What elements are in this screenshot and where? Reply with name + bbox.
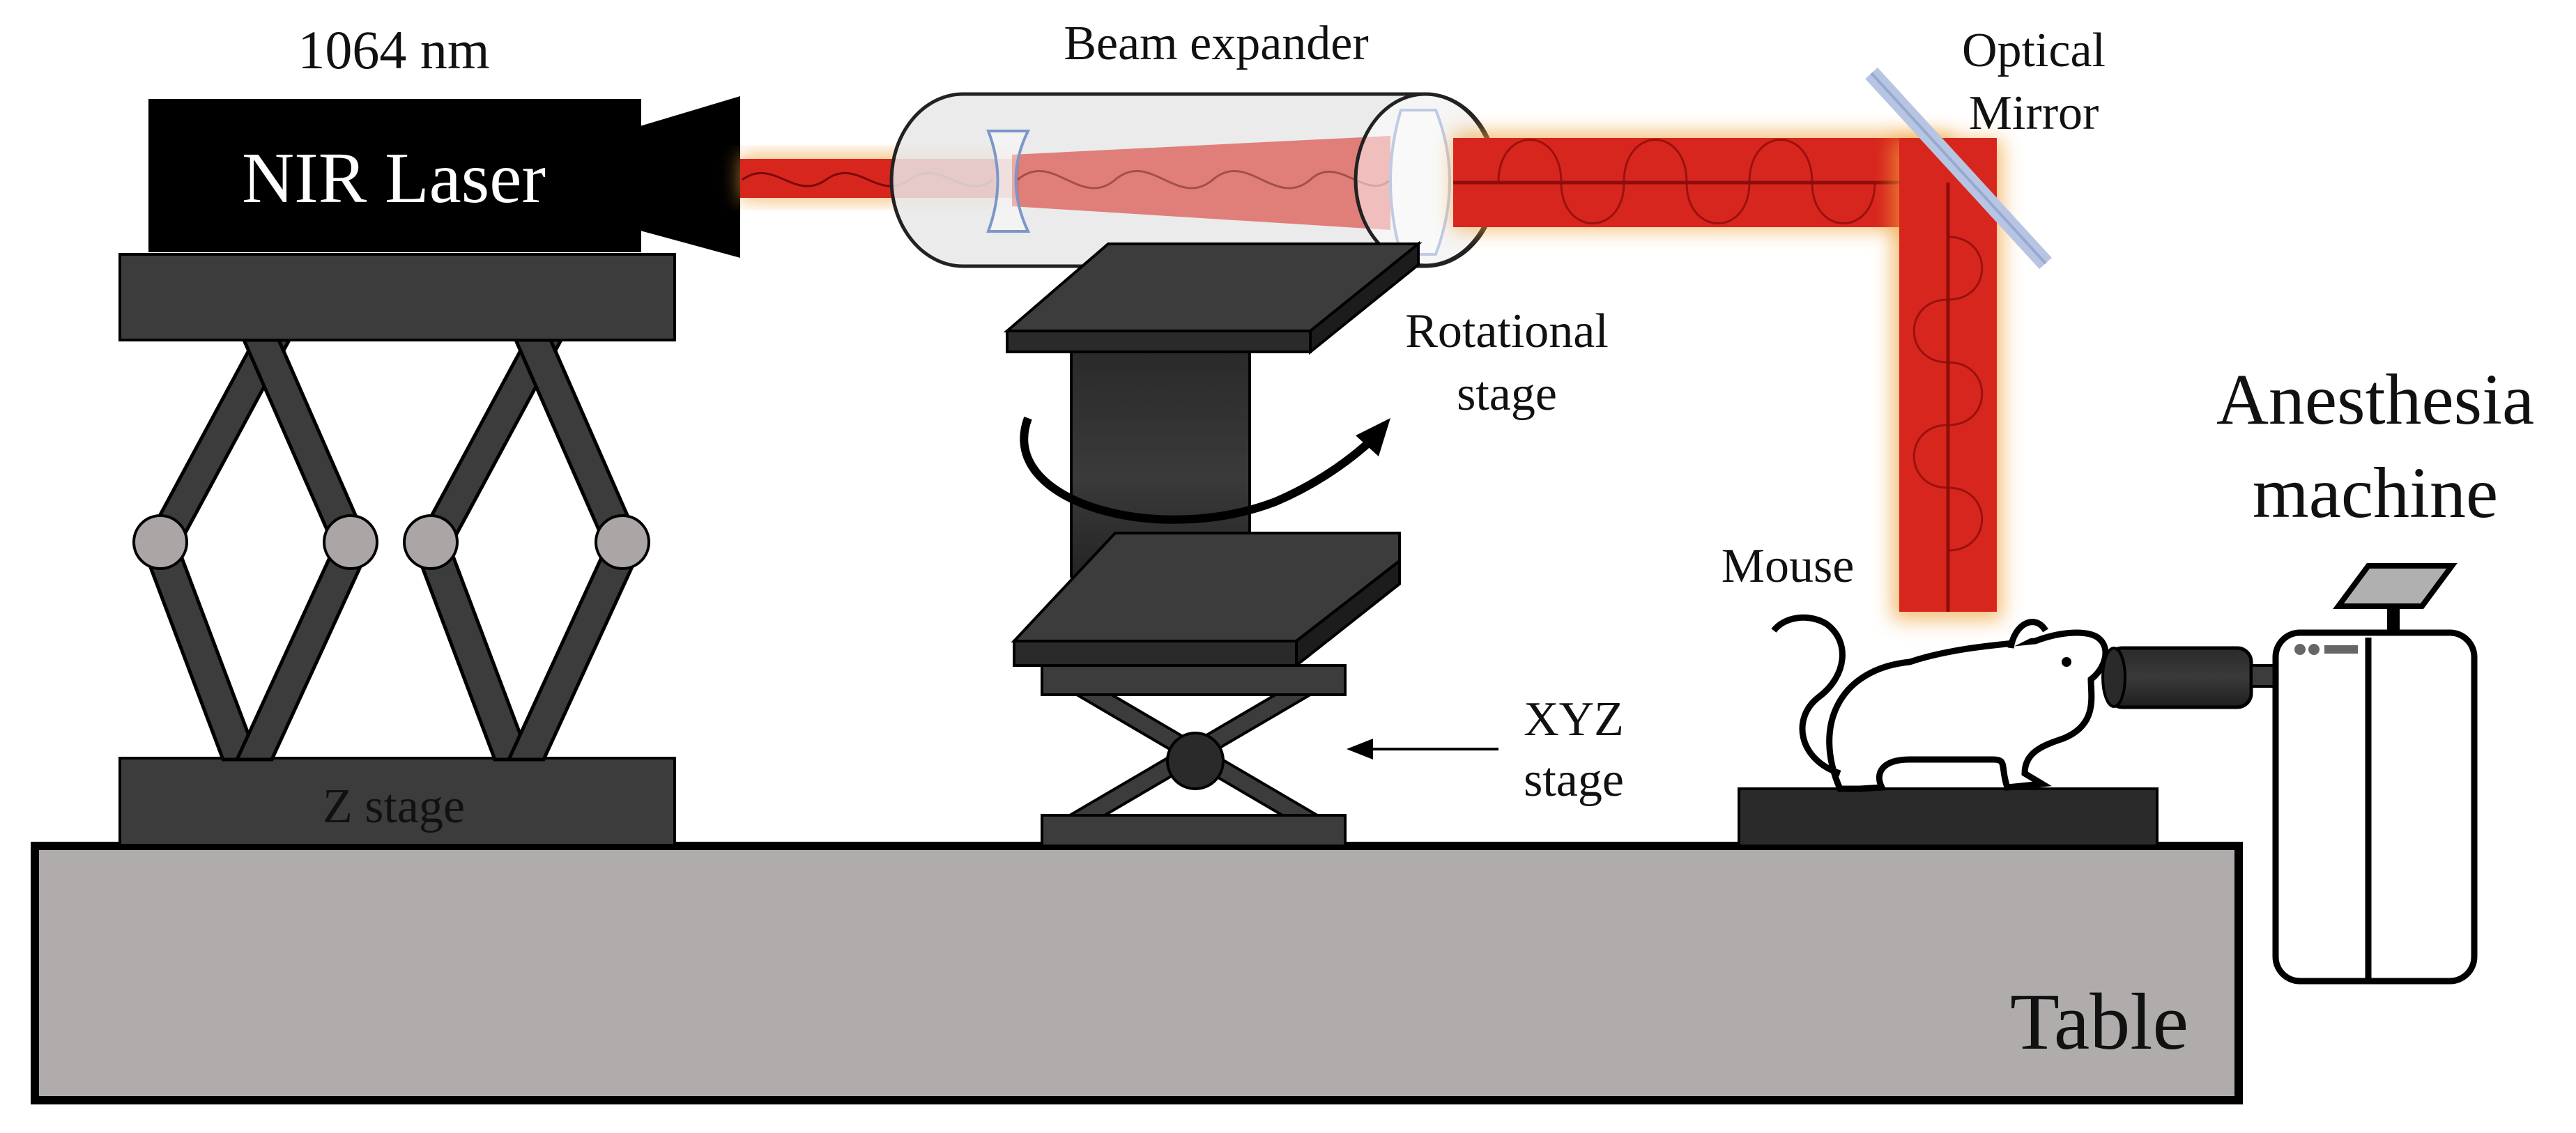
expanded-beam [1453,132,1952,230]
monitor-screen [2333,563,2458,609]
rotational-stage-label-line1: Rotational [1405,305,1609,358]
nose-cone [2106,646,2253,709]
nir-laser [148,96,740,258]
anesthesia-machine [2101,563,2478,985]
z-stage-label: Z stage [323,780,465,833]
rotational-stage-label-line2: stage [1457,367,1557,421]
laser-label: NIR Laser [242,138,546,218]
xyz-stage [1041,664,1347,847]
optical-mirror-label-line1: Optical [1962,24,2106,77]
table-label: Table [2010,978,2188,1067]
optical-mirror-label-line2: Mirror [1969,86,2099,140]
z-stage-top-plate [118,253,676,341]
mouse-label: Mouse [1722,539,1855,593]
anesthesia-machine-label-line2: machine [2253,453,2498,533]
joint [132,514,188,570]
joint [403,514,459,570]
z-stage-base [118,757,676,847]
downward-beam [1892,138,2002,620]
table [31,842,2243,1104]
xyz-stage-label-line1: XYZ [1524,693,1624,746]
mouse-icon [1771,614,2109,792]
xyz-stage-label-line2: stage [1524,753,1624,807]
joint [323,514,378,570]
rotation-arrow-icon [1020,416,1383,524]
wavelength-label: 1064 nm [298,20,489,80]
mouse-platform [1738,787,2159,847]
z-stage [118,253,676,847]
optical-mirror [1865,67,2052,270]
rotational-stage [1003,240,1423,669]
beam-expander-label: Beam expander [1064,17,1368,70]
joint [595,514,650,570]
beam-expander [889,92,1499,268]
anesthesia-machine-label-line1: Anesthesia [2216,360,2534,440]
xyz-pointer-arrow [1347,739,1498,760]
concave-lens [986,130,1031,233]
